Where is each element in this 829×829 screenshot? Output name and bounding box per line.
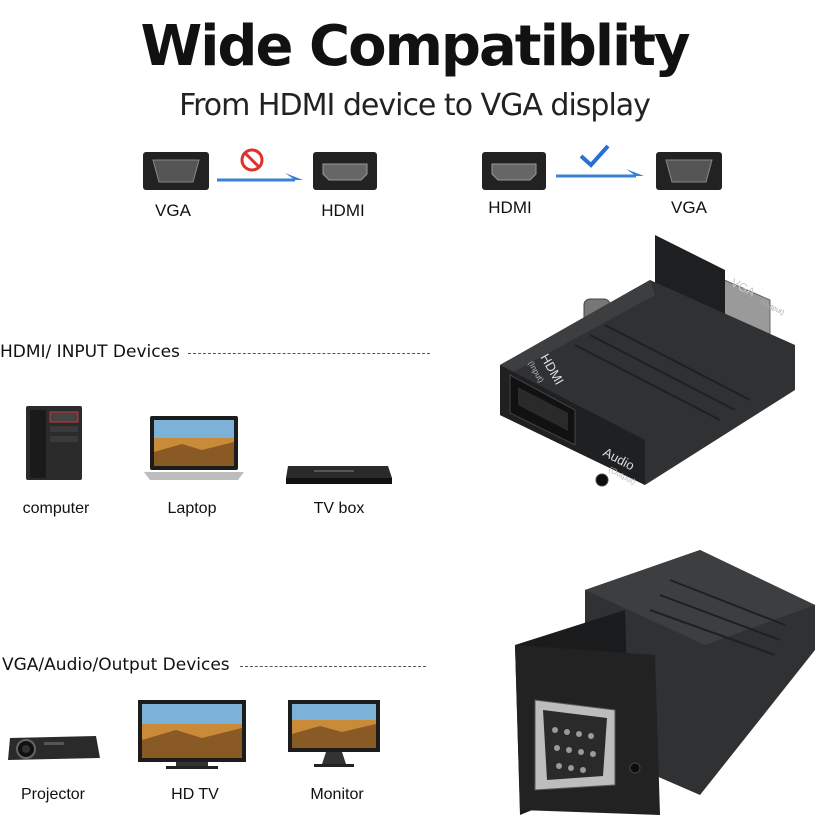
device-label-computer: computer bbox=[22, 500, 90, 517]
hdmi-port-icon bbox=[313, 152, 377, 190]
monitor-icon bbox=[288, 700, 380, 767]
right-from-label: HDMI bbox=[488, 198, 532, 217]
page-subtitle: From HDMI device to VGA display bbox=[179, 88, 651, 123]
wrong-from-label: VGA bbox=[155, 201, 191, 220]
hdtv-icon bbox=[138, 700, 246, 769]
no-sign-icon bbox=[240, 148, 264, 172]
vga-port-icon bbox=[656, 152, 722, 190]
tv-box-icon bbox=[286, 466, 392, 484]
hdmi-port-icon bbox=[482, 152, 546, 190]
device-label-monitor: Monitor bbox=[310, 786, 364, 803]
device-label-hd-tv: HD TV bbox=[171, 786, 219, 803]
projector-icon bbox=[8, 736, 100, 760]
divider bbox=[240, 666, 426, 667]
page-title: Wide Compatiblity bbox=[140, 14, 690, 79]
device-label-laptop: Laptop bbox=[167, 500, 217, 517]
output-section-heading: VGA/Audio/Output Devices bbox=[2, 655, 230, 675]
device-label-projector: Projector bbox=[20, 786, 86, 803]
right-to-label: VGA bbox=[671, 198, 707, 217]
adapter-image-front: HDMI (Input) VGA (Output) Audio (Output) bbox=[500, 235, 795, 487]
device-label-tv-box: TV box bbox=[313, 500, 365, 517]
pc-tower-icon bbox=[26, 406, 82, 480]
wrong-to-label: HDMI bbox=[321, 201, 365, 220]
adapter-image-back bbox=[515, 550, 815, 815]
check-icon bbox=[579, 144, 610, 168]
direction-right-diagram bbox=[482, 144, 722, 190]
vga-port-icon bbox=[143, 152, 209, 190]
laptop-icon bbox=[144, 416, 244, 480]
arrow-icon bbox=[217, 173, 303, 182]
input-section-heading: HDMI/ INPUT Devices bbox=[0, 342, 180, 362]
divider bbox=[188, 353, 430, 354]
direction-wrong-diagram bbox=[143, 148, 377, 190]
arrow-icon bbox=[556, 169, 644, 178]
